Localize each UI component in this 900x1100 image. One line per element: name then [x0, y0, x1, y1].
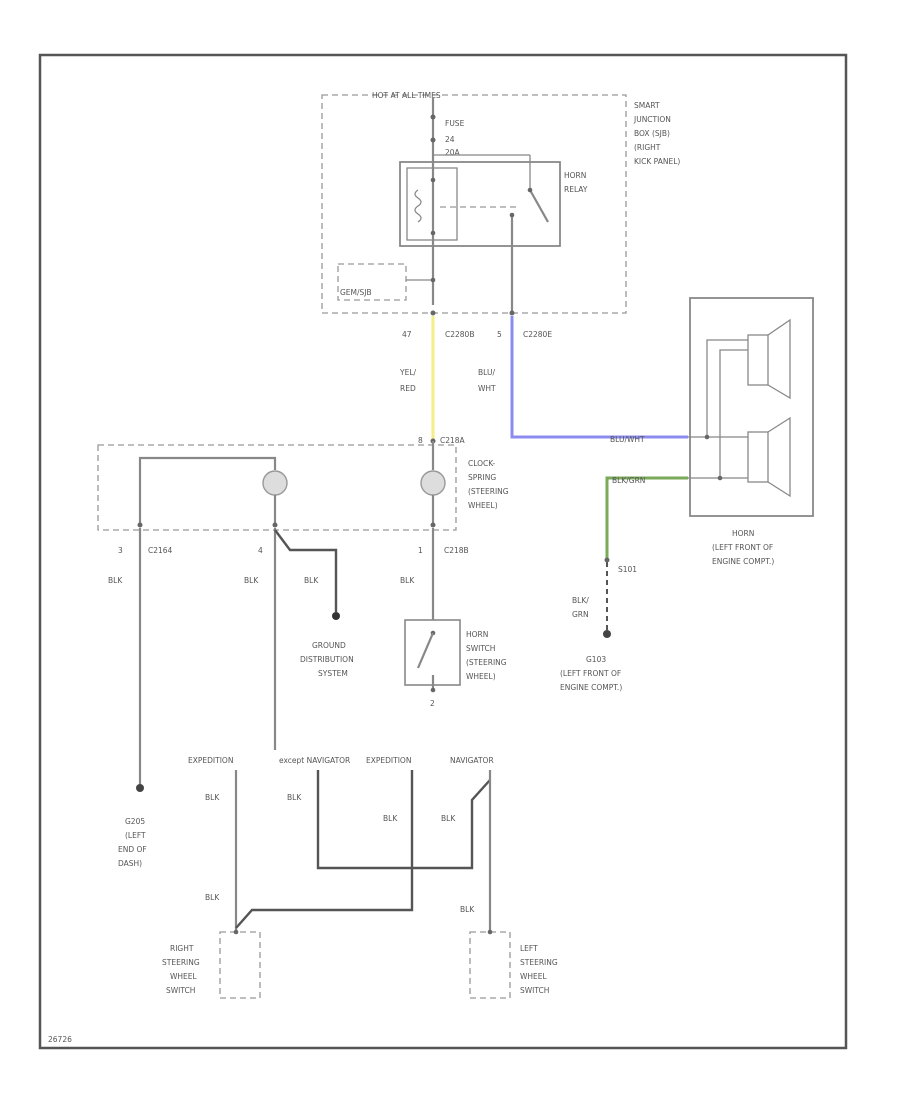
blk-label-g205: BLK: [108, 576, 123, 585]
blk-label-r3: BLK: [383, 814, 398, 823]
relay-coil-dot-top: [430, 177, 436, 183]
c218a-pin-number: 8: [418, 436, 423, 445]
horn-label: HORN (LEFT FRONT OF ENGINE COMPT.): [712, 529, 776, 566]
horn-relay-label: HORN RELAY: [564, 171, 589, 194]
gem-sjb-label: GEM/SJB: [340, 288, 372, 297]
blk-label-pin4: BLK: [244, 576, 259, 585]
g103-label: G103 (LEFT FRONT OF ENGINE COMPT.): [560, 655, 624, 692]
right-steering-switch-box: [219, 931, 261, 999]
blk-grn-label: BLK/ GRN: [572, 596, 591, 619]
horn-speaker-lower: [747, 416, 791, 498]
horn-ground-junction: [717, 475, 723, 481]
blk-label-horn-switch: BLK: [400, 576, 415, 585]
horn-feed-junction: [704, 434, 710, 440]
s101-splice: [604, 557, 610, 563]
sjb-box: [321, 94, 627, 314]
right-switch-label: RIGHT STEERING WHEEL SWITCH: [162, 944, 202, 995]
horn-speaker-upper: [747, 318, 791, 400]
gem-junction-dot: [430, 277, 436, 283]
c2280e-pin: [509, 310, 515, 316]
fuse-terminal-bottom: [430, 137, 436, 143]
blk-label-gnd-dist: BLK: [304, 576, 319, 585]
horn-ground-wire-upper: [688, 349, 748, 479]
g103-ground-point: [603, 630, 611, 638]
c2164-pin4: [272, 522, 278, 528]
horn-switch-pin2: [430, 687, 436, 693]
c2164-pin-number: 3: [118, 546, 123, 555]
relay-coil-dot-bottom: [430, 230, 436, 236]
relay-switch-dot: [527, 187, 533, 193]
power-label: HOT AT ALL TIMES: [372, 91, 441, 100]
left-steering-switch-box: [469, 931, 511, 999]
blk-label-r6: BLK: [460, 905, 475, 914]
c2280e-pin-number: 5: [497, 330, 502, 339]
s101-label: S101: [618, 565, 637, 574]
sjb-label: SMART JUNCTION BOX (SJB) (RIGHT KICK PAN…: [633, 101, 680, 166]
clockspring-internal-wire: [138, 456, 277, 525]
variant-expedition-1: EXPEDITION: [188, 756, 233, 765]
expedition-right-wire: [235, 770, 414, 929]
c2280b-label: C2280B: [445, 330, 474, 339]
ground-distribution-wire: [274, 529, 338, 612]
gem-sjb-box: [337, 263, 407, 301]
blk-grn-horn-label: BLK/GRN: [612, 476, 645, 485]
blk-label-r2: BLK: [287, 793, 302, 802]
c218b-pin: [430, 522, 436, 528]
g205-ground-point: [136, 784, 144, 792]
c2280b-pin-number: 47: [402, 330, 412, 339]
blk-label-r4: BLK: [441, 814, 456, 823]
ground-distribution-label: GROUND DISTRIBUTION SYSTEM: [300, 641, 356, 678]
c218a-label: C218A: [440, 436, 466, 445]
relay-switch-contact: [529, 189, 549, 223]
variant-except-navigator: except NAVIGATOR: [279, 756, 350, 765]
horn-switch-pin-number: 2: [430, 699, 435, 708]
horn-assembly-box: [689, 297, 814, 517]
g205-label: G205 (LEFT END OF DASH): [118, 817, 149, 868]
yel-red-label: YEL/ RED: [399, 368, 418, 393]
horn-switch-contact: [416, 632, 435, 669]
expedition-jumper-wire: [316, 770, 491, 870]
relay-coil: [414, 189, 422, 223]
outer-frame: [38, 53, 848, 1050]
clockspring-coil-right: [420, 470, 446, 496]
blk-label-r5: BLK: [205, 893, 220, 902]
diagram-code: 26726: [48, 1035, 72, 1044]
clockspring-box: [97, 444, 457, 531]
horn-relay-box: [399, 161, 561, 247]
c2164-label: C2164: [148, 546, 173, 555]
left-switch-pin: [487, 929, 493, 935]
clockspring-coil-left: [262, 470, 288, 496]
clockspring-label: CLOCK- SPRING (STEERING WHEEL): [468, 459, 511, 510]
right-switch-pin: [233, 929, 239, 935]
relay-output-dot: [509, 212, 515, 218]
variant-expedition-2: EXPEDITION: [366, 756, 411, 765]
blk-grn-wire: [605, 476, 688, 558]
fuse-label: FUSE 24 20A: [445, 119, 467, 157]
fuse-terminal-top: [430, 114, 436, 120]
blk-label-r1: BLK: [205, 793, 220, 802]
c2164-pin3: [137, 522, 143, 528]
blu-wht-wire: [510, 316, 688, 439]
left-switch-label: LEFT STEERING WHEEL SWITCH: [520, 944, 560, 995]
c2280e-label: C2280E: [523, 330, 552, 339]
ground-distribution-point: [332, 612, 340, 620]
c2164-pin4-number: 4: [258, 546, 263, 555]
blu-wht-horn-label: BLU/WHT: [610, 435, 645, 444]
c218b-pin-number: 1: [418, 546, 423, 555]
horn-switch-label: HORN SWITCH (STEERING WHEEL): [466, 630, 509, 681]
horn-feed-wire-upper: [688, 339, 748, 438]
c218b-label: C218B: [444, 546, 469, 555]
variant-navigator: NAVIGATOR: [450, 756, 494, 765]
c2280b-pin: [430, 310, 436, 316]
blu-wht-label: BLU/ WHT: [478, 368, 497, 393]
